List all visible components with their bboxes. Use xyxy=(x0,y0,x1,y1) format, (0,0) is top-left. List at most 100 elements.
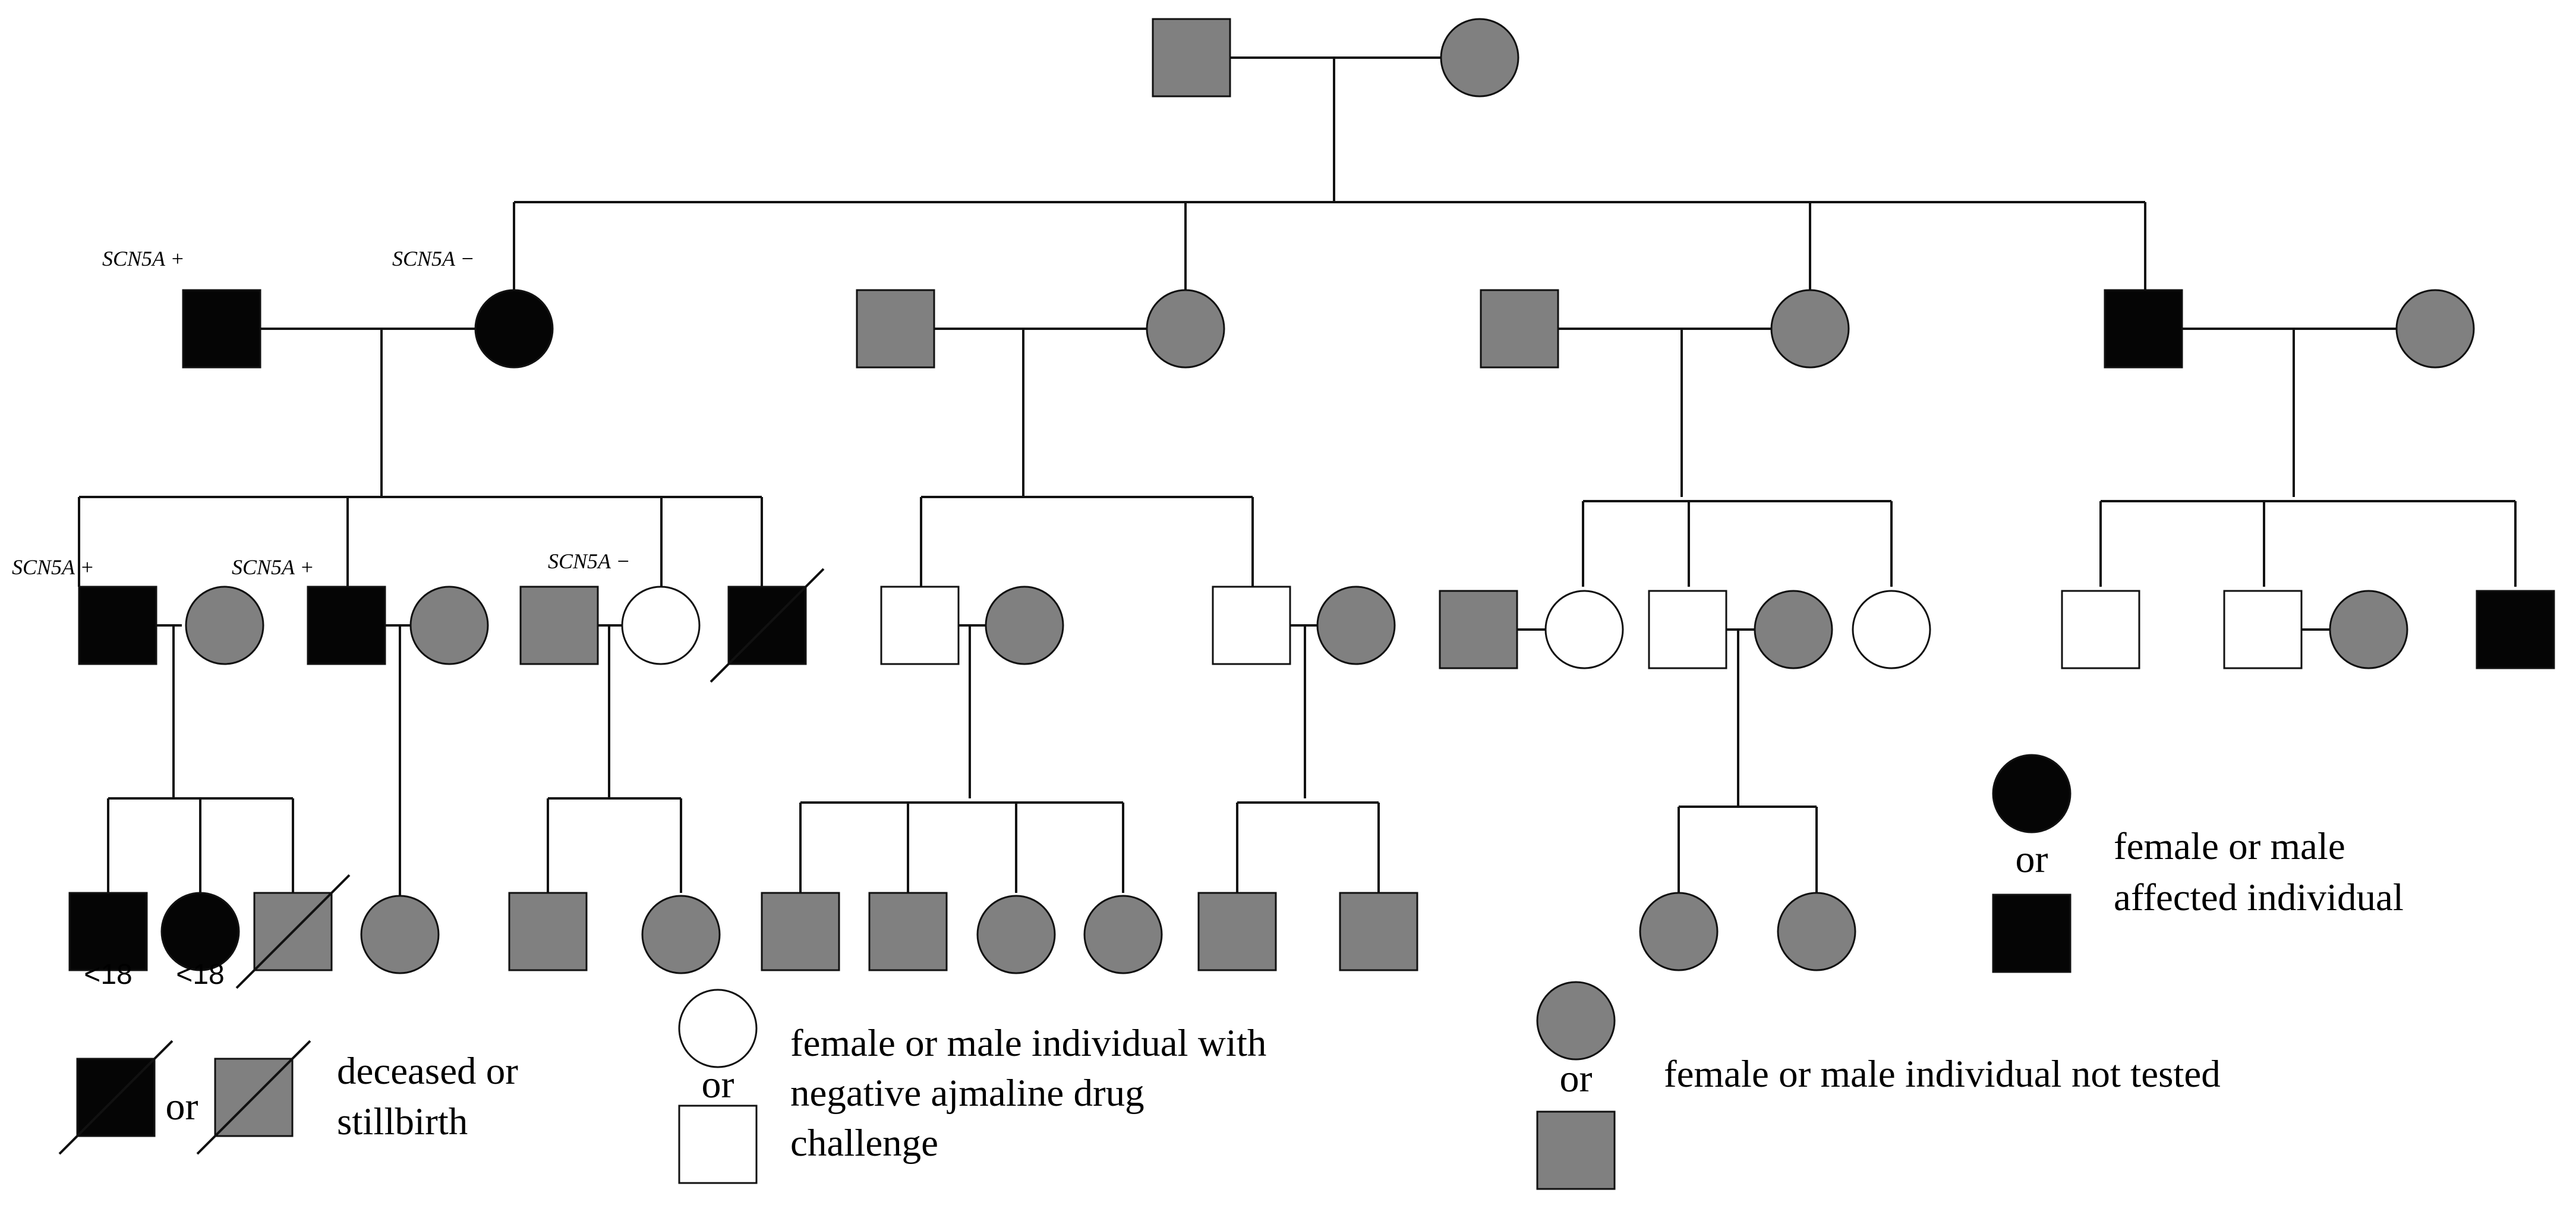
gen2-3-husband xyxy=(1480,289,1559,369)
gen4-son-1 xyxy=(68,892,148,971)
pedigree-lines xyxy=(78,56,2517,896)
gen4-son-7 xyxy=(1339,892,1418,971)
gen3-daughter-3-circle xyxy=(621,586,701,665)
gen3-son-8-square xyxy=(1648,590,1727,669)
gen2-3-wife-circle xyxy=(1770,289,1850,369)
pedigree-symbols xyxy=(68,18,2555,989)
gen2-2-husband xyxy=(856,289,935,369)
gen3-spouse-3-square xyxy=(519,586,599,665)
gen4-daughter-3 xyxy=(641,895,721,974)
legend-not-tested-square xyxy=(1536,1110,1616,1190)
gen3-son-2 xyxy=(307,586,386,665)
gen3-daughter-9-circle xyxy=(1852,590,1931,669)
age-label-gen4-son: <18 xyxy=(84,959,132,990)
gen1-father xyxy=(1152,18,1231,97)
gen1-mother-circle xyxy=(1440,18,1519,97)
gen2-1-husband xyxy=(182,289,261,369)
gen3-son-1-square xyxy=(78,586,157,665)
gen4-child-deceased xyxy=(235,874,351,989)
legend-negative-or: or xyxy=(702,1063,734,1106)
gen4-son-5 xyxy=(868,892,948,971)
gen4-daughter-4-circle xyxy=(976,895,1056,974)
gen3-son-6-square xyxy=(1212,586,1291,665)
gen3-spouse-8 xyxy=(1754,590,1833,669)
gen3-son-2-square xyxy=(307,586,386,665)
legend-deceased-not-tested-square-deceased-slash xyxy=(196,1040,311,1155)
gen3-daughter-7 xyxy=(1544,590,1624,669)
gen3-spouse-5 xyxy=(985,586,1064,665)
gen3-son-12-square xyxy=(2476,590,2555,669)
legend-not-tested-square-square xyxy=(1536,1110,1616,1190)
legend-not-tested-circle xyxy=(1536,981,1616,1061)
gen4-child-deceased-deceased-slash xyxy=(235,874,351,989)
gen4-daughter-1 xyxy=(160,892,240,971)
genotype-label-gen2-husband: SCN5A + xyxy=(102,247,185,270)
gen3-spouse-8-circle xyxy=(1754,590,1833,669)
legend-negative-square-square xyxy=(678,1105,758,1184)
gen3-son-4-deceased-deceased-slash xyxy=(710,568,825,683)
gen4-son-1-square xyxy=(68,892,148,971)
gen4-daughter-4 xyxy=(976,895,1056,974)
legend-deceased-not-tested-square xyxy=(196,1040,311,1155)
legend-not-tested-circle-circle xyxy=(1536,981,1616,1061)
gen3-son-6 xyxy=(1212,586,1291,665)
legend-negative-circle-circle xyxy=(678,989,758,1068)
gen4-son-3 xyxy=(508,892,588,971)
gen3-spouse-2-circle xyxy=(409,586,489,665)
gen4-daughter-1-circle xyxy=(160,892,240,971)
gen2-4-husband xyxy=(2104,289,2183,369)
gen4-son-5-square xyxy=(868,892,948,971)
legend-not-tested-line1: female or male individual not tested xyxy=(1664,1053,2221,1096)
gen2-1-husband-square xyxy=(182,289,261,369)
gen3-son-10-square xyxy=(2061,590,2140,669)
gen2-4-wife-circle xyxy=(2395,289,2475,369)
legend-deceased-line1: deceased or xyxy=(337,1050,518,1093)
legend-deceased-line2: stillbirth xyxy=(337,1100,468,1143)
genotype-label-gen3-son-1: SCN5A + xyxy=(12,555,94,579)
legend-affected-square-square xyxy=(1992,893,2071,973)
genotype-label-gen3-son-2: SCN5A + xyxy=(232,555,314,579)
gen2-1-wife-circle xyxy=(474,289,554,369)
gen4-daughter-7 xyxy=(1777,892,1856,971)
legend-affected-line1: female or male xyxy=(2114,825,2345,868)
legend-negative-square xyxy=(678,1105,758,1184)
gen4-daughter-5 xyxy=(1083,895,1163,974)
gen3-spouse-11-circle xyxy=(2329,590,2408,669)
legend-affected-circle-circle xyxy=(1992,754,2071,833)
gen3-spouse-6-circle xyxy=(1316,586,1396,665)
gen4-daughter-5-circle xyxy=(1083,895,1163,974)
gen3-spouse-1-circle xyxy=(185,586,264,665)
gen2-3-wife xyxy=(1770,289,1850,369)
legend-affected-circle xyxy=(1992,754,2071,833)
gen3-spouse-6 xyxy=(1316,586,1396,665)
legend-negative-circle xyxy=(678,989,758,1068)
legend-negative-line2: negative ajmaline drug xyxy=(790,1072,1144,1115)
legend-affected-line2: affected individual xyxy=(2114,876,2404,919)
gen2-1-wife xyxy=(474,289,554,369)
gen4-daughter-7-circle xyxy=(1777,892,1856,971)
gen3-spouse-11 xyxy=(2329,590,2408,669)
genotype-label-gen3-partner: SCN5A − xyxy=(548,549,630,573)
legend-deceased-affected-square-deceased-slash xyxy=(58,1040,174,1155)
genotype-label-gen2-wife: SCN5A − xyxy=(392,247,475,270)
gen3-spouse-5-circle xyxy=(985,586,1064,665)
gen3-son-11-square xyxy=(2223,590,2303,669)
gen3-spouse-3 xyxy=(519,586,599,665)
gen4-son-6-square xyxy=(1197,892,1277,971)
gen4-son-6 xyxy=(1197,892,1277,971)
gen3-son-12 xyxy=(2476,590,2555,669)
gen1-father-square xyxy=(1152,18,1231,97)
legend-deceased-affected-square xyxy=(58,1040,174,1155)
gen4-daughter-3-circle xyxy=(641,895,721,974)
gen2-2-wife-circle xyxy=(1146,289,1225,369)
gen4-daughter-6 xyxy=(1639,892,1719,971)
gen2-2-wife xyxy=(1146,289,1225,369)
legend-not-tested-or: or xyxy=(1560,1057,1593,1100)
gen4-daughter-2 xyxy=(360,895,440,974)
legend-affected-or: or xyxy=(2016,838,2048,881)
gen4-son-4-square xyxy=(761,892,840,971)
gen3-spouse-2 xyxy=(409,586,489,665)
legend-negative-line3: challenge xyxy=(790,1122,938,1165)
gen2-4-wife xyxy=(2395,289,2475,369)
